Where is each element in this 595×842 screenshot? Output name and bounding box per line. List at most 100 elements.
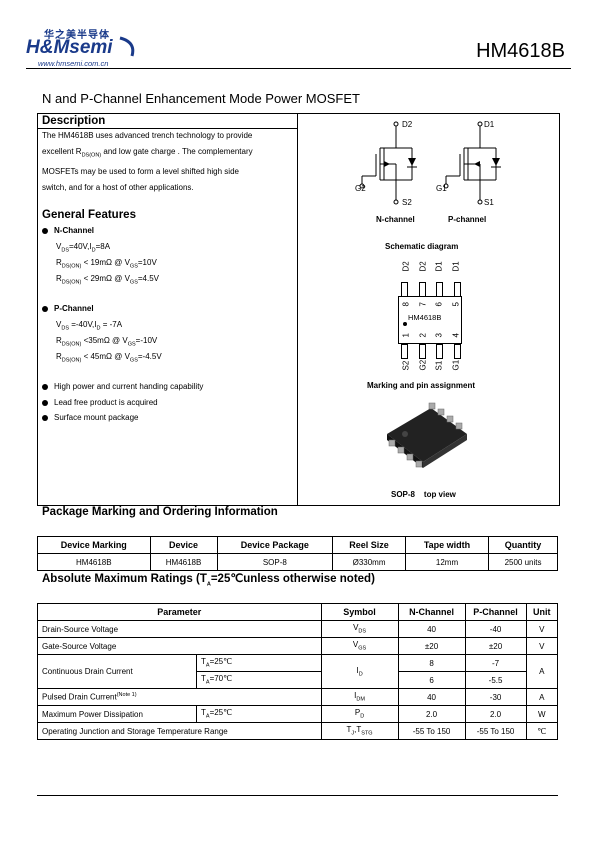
table-cell: TJ,TSTG <box>320 722 399 740</box>
n-feature-3: RDS(ON) < 29mΩ @ VGS=4.5V <box>56 274 160 286</box>
pin-leg <box>453 282 461 297</box>
description-line: MOSFETs may be used to form a level shif… <box>42 166 239 176</box>
n-feature-1: VDS=40V,ID=8A <box>56 242 111 254</box>
table-cell: IDM <box>320 688 399 706</box>
top-pin-labels: D2 D2 D1 D1 <box>401 261 461 272</box>
table-row: HM4618B HM4618B SOP-8 Ø330mm 12mm 2500 u… <box>37 553 558 571</box>
pin-label: S1 <box>434 360 444 371</box>
pin-leg <box>436 282 444 297</box>
chip-package <box>398 296 462 344</box>
pin-leg <box>418 344 426 359</box>
overview-box <box>37 113 560 506</box>
footer-divider <box>37 795 558 796</box>
pin-number: 2 <box>418 333 428 338</box>
table-row: Continuous Drain Current TA=25℃ ID 8 -7 … <box>37 654 559 689</box>
feature-bullet: Lead free product is acquired <box>42 398 158 407</box>
top-pin-legs <box>401 282 461 297</box>
bottom-pin-labels: S2 G2 S1 G1 <box>401 359 461 371</box>
column-header: Unit <box>525 603 559 621</box>
pin-number: 7 <box>418 302 428 307</box>
pin-label: D1 <box>451 261 461 272</box>
n-channel-caption: N-channel <box>376 215 415 224</box>
header-divider <box>26 68 571 69</box>
ratings-heading: Absolute Maximum Ratings (TA=25℃unless o… <box>42 573 375 588</box>
table-cell: A <box>525 654 559 689</box>
pin-leg <box>401 344 408 359</box>
table-cell: SOP-8 <box>216 553 334 571</box>
table-cell: V <box>525 637 559 655</box>
bullet-icon <box>42 305 48 312</box>
table-cell: 2500 units <box>488 553 558 571</box>
logo-url: www.hmsemi.com.cn <box>38 59 109 68</box>
pin-number: 5 <box>451 302 461 307</box>
logo-swoosh-icon <box>119 36 135 57</box>
column-header: Device <box>149 536 218 554</box>
table-cell: Maximum Power Dissipation <box>37 705 197 723</box>
table-cell: Gate-Source Voltage <box>37 637 322 655</box>
schematic-caption: Schematic diagram <box>385 242 459 251</box>
pin-number: 8 <box>401 302 411 307</box>
table-cell: Drain-Source Voltage <box>37 620 322 638</box>
column-header: Device Marking <box>37 536 151 554</box>
ordering-table: Device Marking Device Device Package Ree… <box>37 536 558 571</box>
description-text: The HM4618B uses advanced trench technol… <box>42 128 292 196</box>
pin-label: D1 <box>434 261 444 272</box>
table-header-row: Parameter Symbol N-Channel P-Channel Uni… <box>37 603 559 621</box>
pin-label-s1: S1 <box>484 198 494 207</box>
column-header: N-Channel <box>397 603 466 621</box>
table-cell: -55 To 150 <box>397 722 466 740</box>
table-cell: 6 <box>397 671 466 689</box>
page-subtitle: N and P-Channel Enhancement Mode Power M… <box>42 91 360 106</box>
table-cell: HM4618B <box>149 553 218 571</box>
table-cell: ID <box>320 654 399 689</box>
pinout-caption: Marking and pin assignment <box>367 381 476 390</box>
chip-marking: HM4618B <box>408 313 442 322</box>
pin-label: D2 <box>418 261 428 272</box>
table-cell: TA=70℃ <box>196 671 322 689</box>
pin-number: 4 <box>451 333 461 338</box>
table-cell: -30 <box>464 688 527 706</box>
table-cell: 2.0 <box>464 705 527 723</box>
column-header: Parameter <box>37 603 322 621</box>
p-feature-2: RDS(ON) <35mΩ @ VGS=-10V <box>56 336 158 348</box>
description-rule <box>37 128 297 129</box>
pin-label: S2 <box>401 360 411 371</box>
feature-bullet: Surface mount package <box>42 413 139 422</box>
pin1-dot-icon <box>403 322 407 326</box>
package-view-caption: SOP-8 top view <box>391 490 456 499</box>
table-row: Gate-Source Voltage VGS ±20 ±20 V <box>37 637 559 655</box>
table-row: Drain-Source Voltage VDS 40 -40 V <box>37 620 559 638</box>
column-header: Device Package <box>216 536 334 554</box>
table-cell: ±20 <box>397 637 466 655</box>
pin-label: G2 <box>418 359 428 371</box>
table-cell: PD <box>320 705 399 723</box>
sop8-package-icon <box>387 402 467 468</box>
features-heading: General Features <box>42 209 136 221</box>
pin-number: 1 <box>401 333 411 338</box>
p-feature-3: RDS(ON) < 45mΩ @ VGS=-4.5V <box>56 352 162 364</box>
column-header: Symbol <box>320 603 399 621</box>
pin-label-g1: G1 <box>436 184 447 193</box>
pin-leg <box>453 344 461 359</box>
bullet-icon <box>42 399 48 406</box>
description-line: The HM4618B uses advanced trench technol… <box>42 131 253 140</box>
table-cell: 2.0 <box>397 705 466 723</box>
table-cell: ±20 <box>464 637 527 655</box>
table-row: TA=70℃ 6 -5.5 <box>38 671 558 689</box>
pin-label-g2: G2 <box>355 184 366 193</box>
table-cell: V <box>525 620 559 638</box>
table-cell: Pulsed Drain Current(Note 1) <box>37 688 322 706</box>
p-channel-caption: P-channel <box>448 215 487 224</box>
bottom-pin-legs <box>401 344 461 359</box>
table-cell: 40 <box>397 620 466 638</box>
feature-bullet: High power and current handing capabilit… <box>42 382 203 391</box>
table-cell: W <box>525 705 559 723</box>
table-row: Pulsed Drain Current(Note 1) IDM 40 -30 … <box>37 688 559 706</box>
table-cell: ℃ <box>525 722 559 740</box>
pin-label-d1: D1 <box>484 120 495 129</box>
pin-label: G1 <box>451 359 461 371</box>
table-cell: -55 To 150 <box>464 722 527 740</box>
table-cell: 12mm <box>404 553 490 571</box>
description-heading: Description <box>42 115 106 127</box>
pin-number: 3 <box>434 333 444 338</box>
